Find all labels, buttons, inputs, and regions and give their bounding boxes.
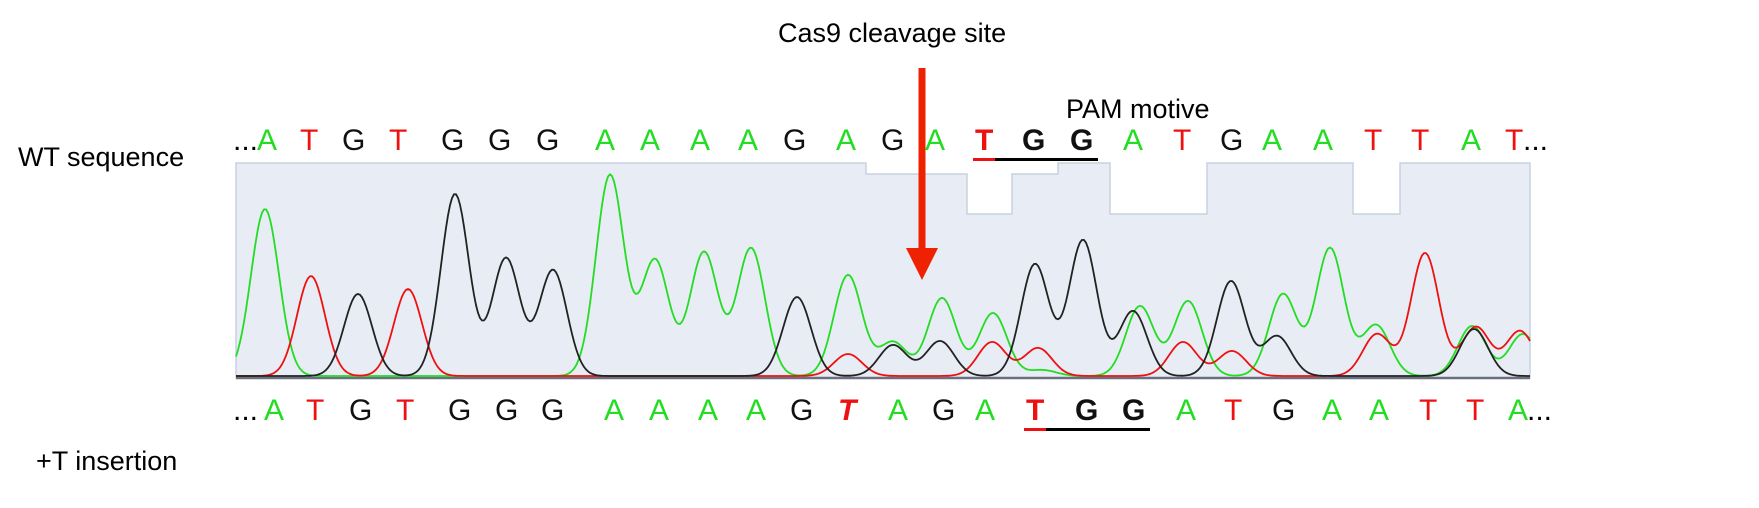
chromatogram-traces <box>235 173 1531 377</box>
wt-base: A <box>1313 124 1334 157</box>
wt-base: G <box>441 124 465 157</box>
wt-base: T <box>1505 124 1524 157</box>
insertion-row-label: +T insertion <box>36 446 178 476</box>
cleavage-arrow <box>906 68 938 280</box>
trace-T <box>236 252 1531 377</box>
ins-base: A <box>264 394 285 427</box>
ins-base: T <box>838 394 857 427</box>
wt-base: G <box>1220 124 1244 157</box>
wt-pam-underline-start <box>973 158 995 161</box>
ins-base: T <box>396 394 415 427</box>
wt-base: A <box>925 124 946 157</box>
wt-base: A <box>1262 124 1283 157</box>
wt-base: A <box>640 124 661 157</box>
wt-pam-underline <box>995 158 1098 161</box>
ins-pam-underline <box>1046 428 1150 431</box>
ins-base: T <box>1466 394 1485 427</box>
wt-base: A <box>595 124 616 157</box>
ins-base: G <box>1075 394 1099 427</box>
ins-base: G <box>790 394 814 427</box>
ins-base: G <box>541 394 565 427</box>
ins-base: G <box>1122 394 1146 427</box>
wt-base: A <box>690 124 711 157</box>
wt-base: T <box>975 124 994 157</box>
wt-base: G <box>881 124 905 157</box>
wt-base: A <box>1123 124 1144 157</box>
wt-base: G <box>1070 124 1094 157</box>
wt-base: G <box>783 124 807 157</box>
cleavage-arrow-head <box>906 248 938 280</box>
ins-base: G <box>932 394 956 427</box>
trace-G <box>236 193 1530 377</box>
wt-suffix: ... <box>1523 124 1549 157</box>
pam-motive-label: PAM motive <box>1066 94 1210 124</box>
ins-pam-underline-start <box>1024 428 1046 431</box>
ins-base: G <box>495 394 519 427</box>
ins-base: A <box>649 394 670 427</box>
chromatogram-panel <box>235 162 1531 380</box>
ins-base: A <box>698 394 719 427</box>
chromatogram-background <box>235 162 1531 379</box>
wt-row-label: WT sequence <box>18 142 185 172</box>
ins-base: A <box>888 394 909 427</box>
wt-base: T <box>1173 124 1192 157</box>
ins-base: A <box>604 394 625 427</box>
ins-base: T <box>1224 394 1243 427</box>
ins-base: G <box>349 394 373 427</box>
ins-base: A <box>1322 394 1343 427</box>
wt-base: G <box>342 124 366 157</box>
ins-base: G <box>1272 394 1296 427</box>
wt-base: T <box>300 124 319 157</box>
ins-base: A <box>1176 394 1197 427</box>
ins-base: T <box>1419 394 1438 427</box>
wt-base: A <box>257 124 278 157</box>
ins-base: A <box>1508 394 1529 427</box>
wt-prefix: ... <box>233 124 259 157</box>
wt-base: T <box>1411 124 1430 157</box>
ins-base: G <box>448 394 472 427</box>
wt-base: A <box>1461 124 1482 157</box>
ins-suffix: ... <box>1527 394 1553 427</box>
wt-base: T <box>1364 124 1383 157</box>
ins-base: T <box>1026 394 1045 427</box>
ins-base: A <box>746 394 767 427</box>
wt-base: T <box>389 124 408 157</box>
cleavage-site-label: Cas9 cleavage site <box>778 18 1007 48</box>
wt-base: A <box>836 124 857 157</box>
wt-base: A <box>738 124 759 157</box>
wt-base: G <box>488 124 512 157</box>
ins-base: A <box>1369 394 1390 427</box>
ins-base: A <box>975 394 996 427</box>
ins-prefix: ... <box>233 394 259 427</box>
ins-base: T <box>306 394 325 427</box>
wt-base: G <box>1022 124 1046 157</box>
wt-base: G <box>536 124 560 157</box>
